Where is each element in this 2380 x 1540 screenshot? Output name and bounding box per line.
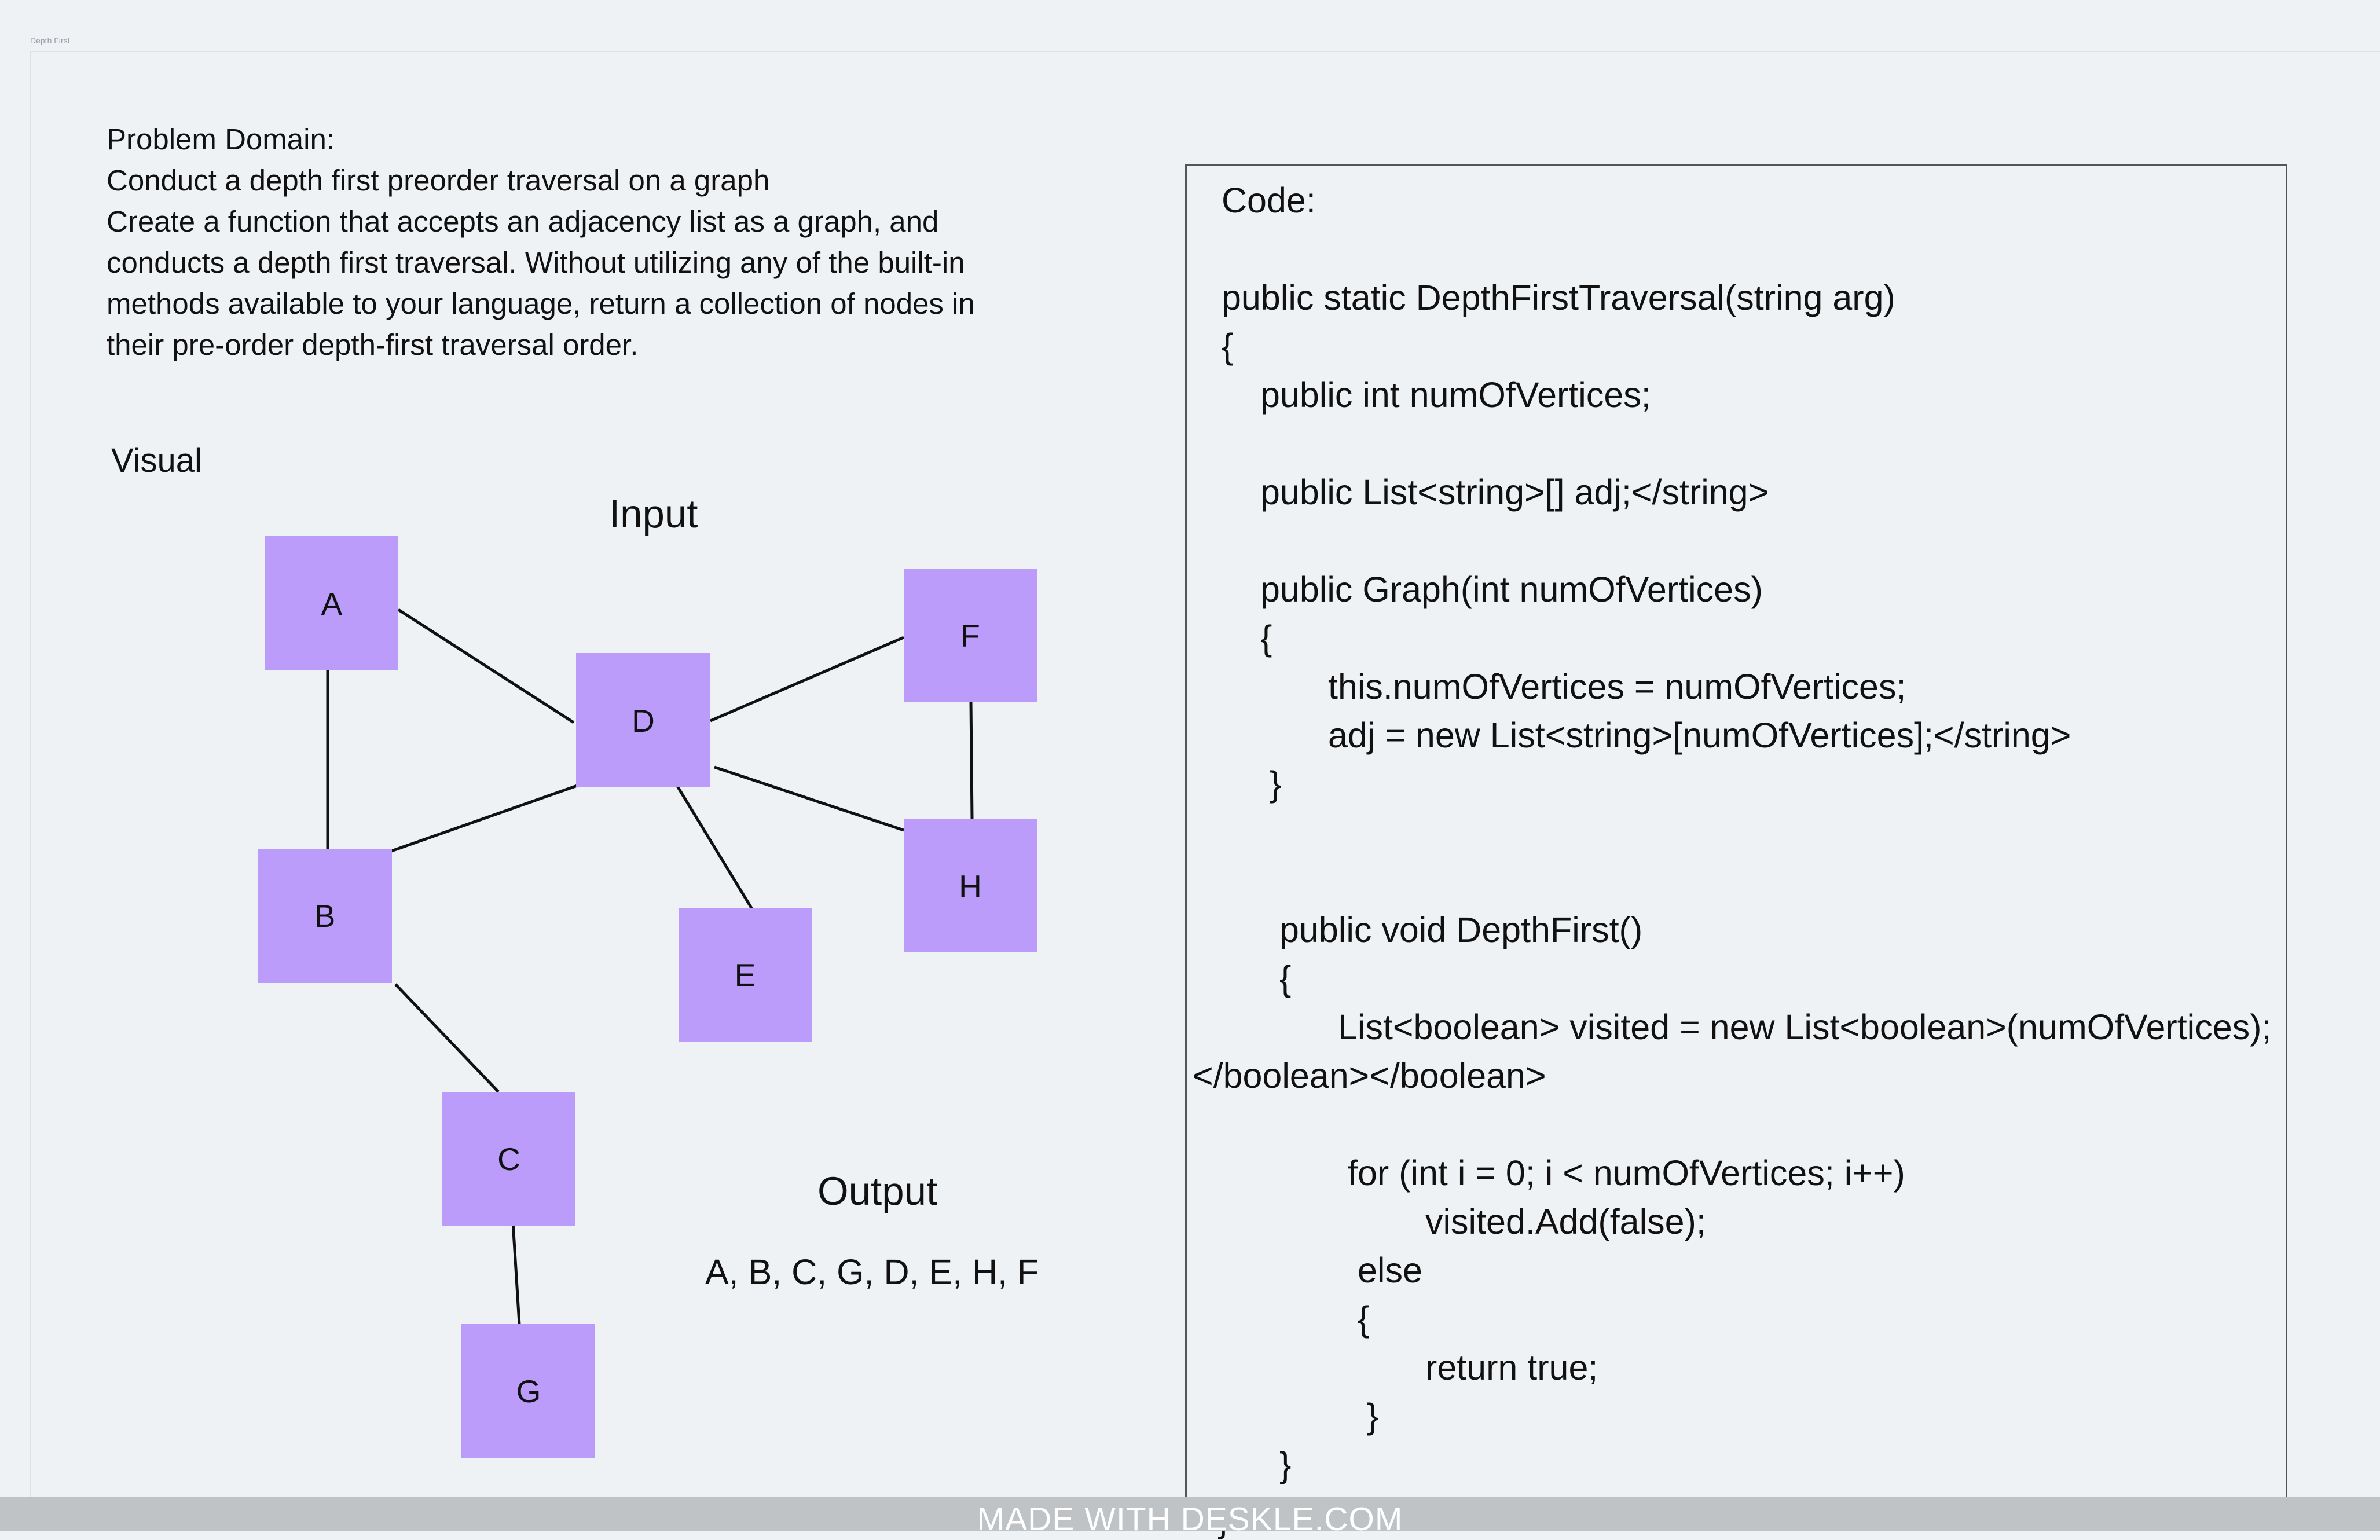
code-line: public void DepthFirst() — [1279, 910, 1643, 949]
node-label: H — [959, 868, 982, 904]
code-line: </boolean></boolean> — [1193, 1056, 1546, 1095]
top-divider — [30, 51, 2380, 52]
tab-title[interactable]: Depth First — [30, 36, 70, 45]
node-label: D — [632, 703, 655, 739]
left-divider — [30, 51, 31, 1531]
input-label: Input — [609, 492, 698, 536]
code-heading: Code: — [1222, 181, 1316, 220]
edge-b-c — [394, 983, 500, 1093]
code-line: return true; — [1425, 1348, 1598, 1387]
edge-c-g — [511, 1222, 521, 1325]
graph-node-f[interactable]: F — [904, 569, 1037, 702]
code-line: { — [1358, 1299, 1370, 1339]
problem-line: their pre-order depth-first traversal or… — [107, 328, 639, 361]
code-line: } — [1270, 764, 1282, 804]
edge-b-d — [391, 784, 578, 853]
code-line: public static DepthFirstTraversal(string… — [1222, 278, 1895, 317]
graph-node-g[interactable]: G — [461, 1324, 595, 1458]
output-value: A, B, C, G, D, E, H, F — [705, 1252, 1039, 1292]
graph-node-d[interactable]: D — [576, 653, 710, 787]
graph-diagram: A B C D E F G H — [258, 536, 1037, 1458]
edge-d-h — [714, 765, 904, 832]
graph-node-h[interactable]: H — [904, 819, 1037, 952]
node-label: A — [321, 586, 343, 622]
edge-f-h — [969, 702, 974, 819]
problem-line: methods available to your language, retu… — [107, 287, 975, 320]
graph-node-a[interactable]: A — [265, 536, 398, 670]
node-label: C — [497, 1141, 520, 1177]
code-line: public int numOfVertices; — [1260, 375, 1651, 415]
edge-d-e — [676, 785, 756, 913]
made-with-deskle-banner[interactable]: MADE WITH DESKLE.COM — [0, 1497, 2380, 1531]
node-label: F — [960, 618, 980, 654]
graph-edges — [326, 608, 974, 1325]
problem-domain-text: Problem Domain: Conduct a depth first pr… — [107, 119, 1033, 365]
visual-label: Visual — [111, 442, 202, 479]
problem-heading: Problem Domain: — [107, 123, 335, 156]
code-line: List<boolean> visited = new List<boolean… — [1338, 1007, 2272, 1047]
node-label: G — [516, 1373, 541, 1409]
code-line: public List<string>[] adj;</string> — [1260, 472, 1769, 512]
edge-a-d — [397, 608, 575, 724]
code-line: visited.Add(false); — [1425, 1202, 1706, 1241]
code-line: for (int i = 0; i < numOfVertices; i++) — [1348, 1153, 1905, 1193]
graph-node-e[interactable]: E — [679, 908, 812, 1042]
code-panel[interactable]: Code: public static DepthFirstTraversal(… — [1185, 164, 2287, 1498]
node-label: E — [735, 957, 756, 993]
graph-node-c[interactable]: C — [442, 1092, 575, 1226]
code-line: } — [1367, 1396, 1379, 1436]
code-line: this.numOfVertices = numOfVertices; — [1328, 667, 1906, 706]
problem-line: Conduct a depth first preorder traversal… — [107, 164, 770, 197]
problem-line: conducts a depth first traversal. Withou… — [107, 246, 965, 279]
code-line: adj = new List<string>[numOfVertices];</… — [1328, 716, 2071, 755]
code-line: { — [1279, 959, 1292, 998]
graph-node-b[interactable]: B — [258, 849, 392, 983]
output-label: Output — [817, 1169, 938, 1213]
code-line: } — [1279, 1445, 1292, 1484]
node-label: B — [314, 898, 336, 934]
problem-line: Create a function that accepts an adjace… — [107, 205, 939, 238]
code-line: public Graph(int numOfVertices) — [1260, 570, 1763, 609]
code-line: { — [1260, 618, 1272, 658]
edge-d-f — [710, 636, 904, 723]
banner-text: MADE WITH DESKLE.COM — [977, 1501, 1403, 1531]
code-line: else — [1358, 1251, 1422, 1290]
code-line: { — [1222, 327, 1234, 366]
